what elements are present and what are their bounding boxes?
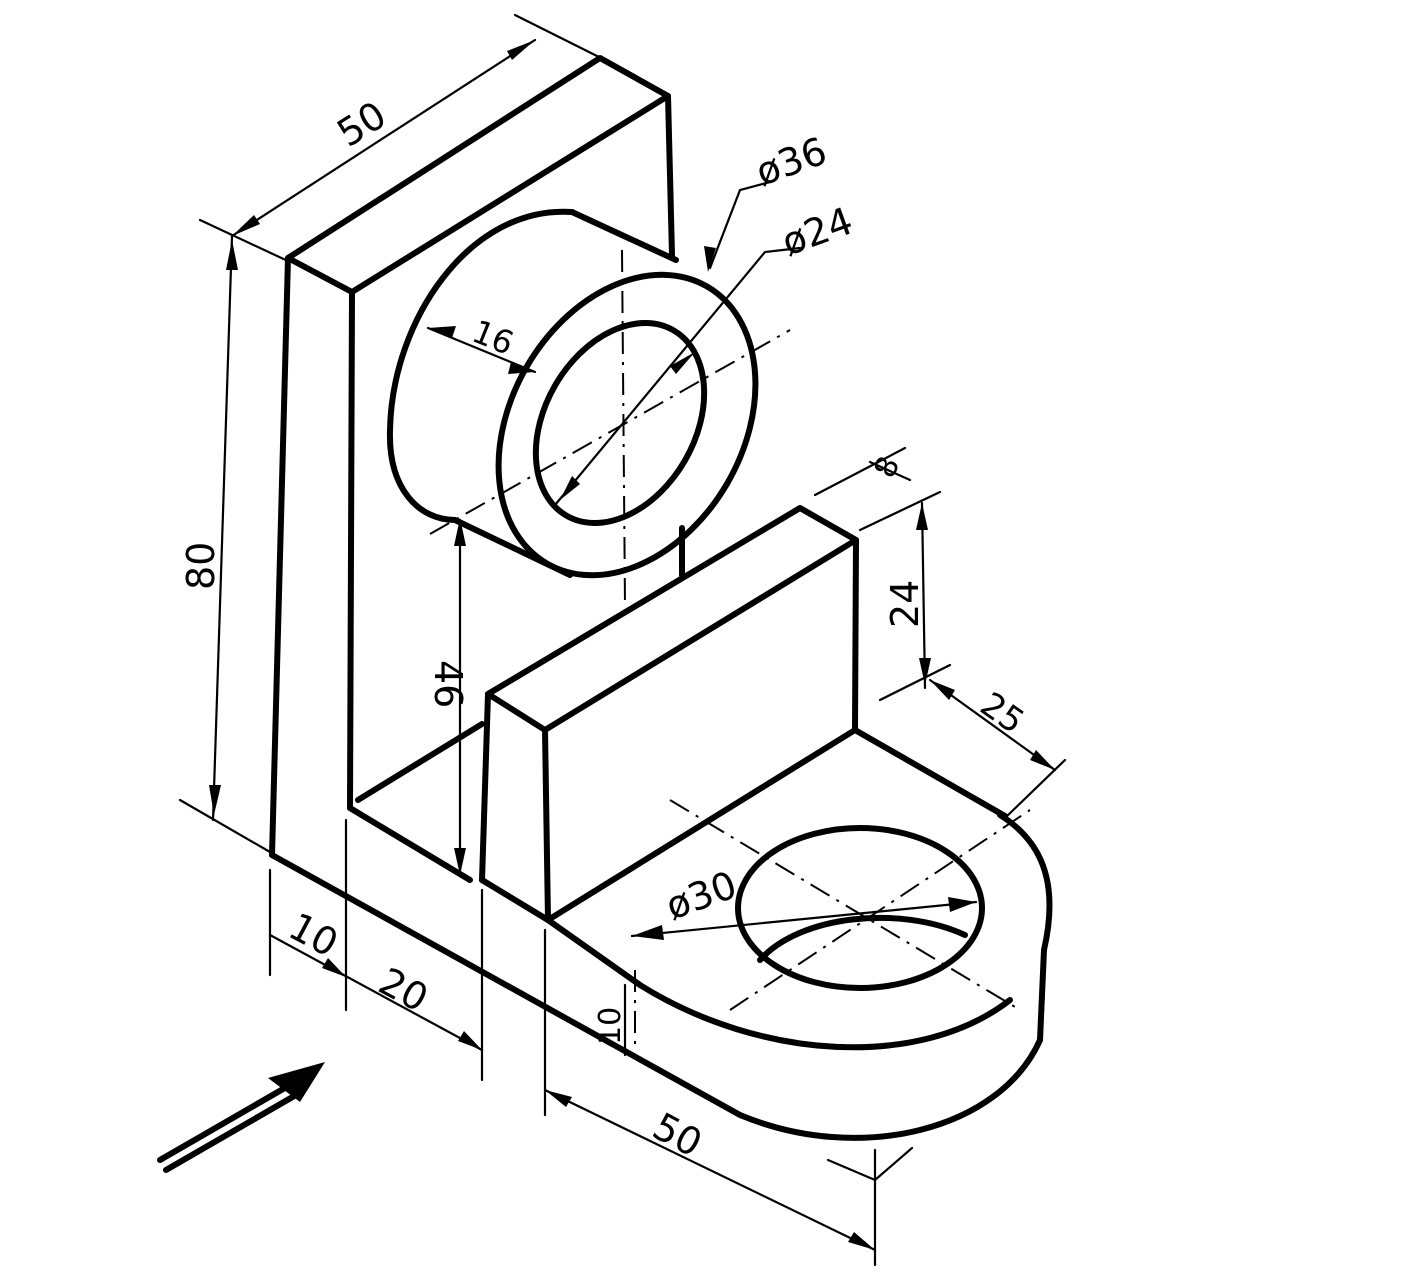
dim-base-length: 50 (646, 1104, 709, 1166)
dim-boss-inner-dia: ø24 (776, 199, 858, 265)
dim-boss-outer-dia: ø36 (750, 129, 832, 195)
base-plate (269, 727, 1053, 1141)
dim-slot-width: 20 (372, 959, 435, 1021)
dim-total-height: 80 (179, 542, 223, 590)
boss-cylinder (386, 208, 759, 579)
back-plate (269, 55, 675, 883)
dim-rib-height: 24 (883, 580, 927, 628)
dim-top-width: 50 (329, 93, 393, 156)
dimension-lines (178, 13, 1067, 1267)
dim-rib-to-hole: 25 (973, 685, 1031, 743)
rib (479, 505, 859, 923)
base-hole (735, 825, 985, 991)
dimension-labels: 50 80 ø36 ø24 16 46 8 24 25 ø30 10 20 10… (179, 93, 1031, 1166)
dim-boss-length: 16 (467, 312, 519, 362)
dim-back-thickness: 10 (282, 904, 345, 966)
dim-base-hole-dia: ø30 (660, 863, 742, 929)
dim-base-thickness: 10 (593, 1007, 628, 1045)
dim-hole-center-height: 46 (426, 660, 470, 708)
center-lines (429, 249, 1031, 1052)
view-direction-arrow-icon (157, 1062, 325, 1173)
